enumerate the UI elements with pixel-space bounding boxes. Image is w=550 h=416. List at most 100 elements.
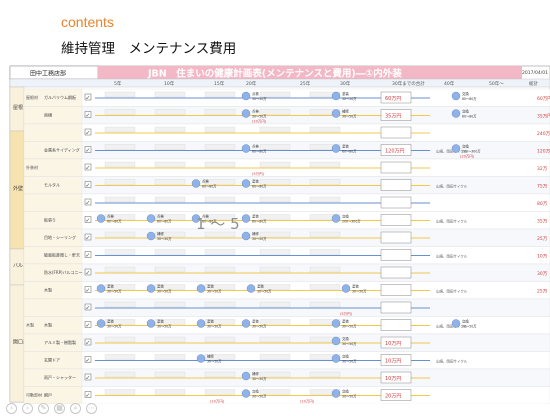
- maintenance-marker-icon[interactable]: [96, 319, 106, 328]
- maintenance-marker-icon[interactable]: [331, 389, 341, 398]
- row-checkbox[interactable]: [84, 198, 92, 206]
- row-checkbox[interactable]: [84, 338, 92, 346]
- more-options-icon[interactable]: ⋯: [86, 403, 97, 414]
- maintenance-marker-icon[interactable]: [331, 91, 341, 101]
- maintenance-marker-icon[interactable]: [241, 319, 251, 328]
- maintenance-marker-icon[interactable]: [331, 214, 341, 223]
- maintenance-cost-label: 30～50万: [107, 325, 122, 329]
- schedule-cell: [309, 336, 341, 343]
- schedule-cell: [309, 109, 341, 115]
- maintenance-marker-icon[interactable]: [331, 354, 341, 363]
- maintenance-marker-icon[interactable]: [146, 231, 156, 241]
- total-30y-box: [380, 371, 412, 384]
- maintenance-action-label: 点検: [202, 214, 209, 219]
- maintenance-marker-icon[interactable]: [241, 214, 251, 223]
- maintenance-marker-icon[interactable]: [96, 284, 106, 293]
- row-checkbox[interactable]: [84, 146, 92, 153]
- maintenance-marker-icon[interactable]: [241, 91, 251, 101]
- schedule-cell: [309, 91, 341, 98]
- item-cell: [23, 298, 83, 317]
- row-checkbox[interactable]: [84, 181, 92, 188]
- schedule-cell: [204, 389, 236, 395]
- previous-slide-icon[interactable]: ‹: [6, 403, 17, 414]
- row-checkbox[interactable]: [84, 93, 92, 101]
- row-checkbox[interactable]: [84, 356, 92, 363]
- row-checkbox[interactable]: [84, 233, 92, 241]
- presentation-toolbar: ‹ › ✎ ▦ ⌕ ⋯: [0, 400, 550, 416]
- total-30y-value: 60万円: [385, 96, 401, 102]
- schedule-cell: [104, 109, 136, 115]
- schedule-cell: [154, 179, 186, 185]
- maintenance-marker-icon[interactable]: [196, 319, 206, 328]
- maintenance-marker-icon[interactable]: [196, 354, 206, 363]
- maintenance-marker-icon[interactable]: [341, 284, 351, 293]
- maintenance-marker-icon[interactable]: [191, 179, 201, 188]
- schedule-cell: [204, 284, 236, 290]
- row-item-label: 玄関ドア: [44, 357, 60, 363]
- schedule-cell: [204, 161, 236, 168]
- maintenance-marker-icon[interactable]: [146, 284, 156, 293]
- maintenance-marker-icon[interactable]: [146, 214, 156, 223]
- schedule-cell: [259, 196, 291, 203]
- row-checkbox[interactable]: [84, 303, 92, 311]
- row-checkbox[interactable]: [84, 391, 92, 398]
- total-30y-box: [380, 319, 412, 331]
- part-label: 外壁: [13, 185, 23, 192]
- maintenance-marker-icon[interactable]: [331, 336, 341, 346]
- maintenance-action-label: 補修: [207, 354, 214, 359]
- maintenance-action-label: 点検: [252, 91, 259, 96]
- maintenance-marker-icon[interactable]: [196, 284, 206, 293]
- schedule-cell: [154, 266, 186, 273]
- checkmark-icon: ✓: [86, 218, 91, 224]
- maintenance-marker-icon[interactable]: [241, 144, 251, 153]
- maintenance-marker-icon[interactable]: [241, 389, 251, 398]
- next-slide-icon[interactable]: ›: [22, 403, 33, 414]
- total-30y-box: [380, 354, 412, 366]
- maintenance-marker-icon[interactable]: [451, 319, 461, 328]
- checkmark-icon: ✓: [86, 131, 91, 137]
- schedule-cell: [104, 161, 136, 168]
- maintenance-cost-label: 60～80万: [252, 220, 267, 224]
- schedule-cell: [154, 389, 186, 395]
- row-checkbox[interactable]: [84, 216, 92, 223]
- row-checkbox[interactable]: [84, 286, 92, 293]
- row-checkbox[interactable]: [84, 163, 92, 171]
- maintenance-marker-icon[interactable]: [146, 319, 156, 328]
- maintenance-marker-icon[interactable]: [331, 109, 341, 118]
- cycle-note: 山崎、岡田サイクル: [436, 289, 468, 294]
- maintenance-marker-icon[interactable]: [241, 231, 251, 241]
- maintenance-marker-icon[interactable]: [451, 144, 461, 153]
- maintenance-cost-label: 30～50万: [207, 290, 222, 294]
- maintenance-marker-icon[interactable]: [241, 179, 251, 188]
- year-header: 15年: [214, 80, 225, 87]
- schedule-cell: [104, 144, 136, 150]
- maintenance-marker-icon[interactable]: [331, 319, 341, 328]
- schedule-cell: [204, 109, 236, 115]
- maintenance-marker-icon[interactable]: [241, 371, 251, 381]
- row-checkbox[interactable]: [84, 321, 92, 328]
- maintenance-action-label: 点検: [107, 214, 114, 219]
- zoom-icon[interactable]: ⌕: [70, 403, 81, 414]
- maintenance-marker-icon[interactable]: [331, 144, 341, 153]
- row-checkbox[interactable]: [84, 111, 92, 118]
- row-item-label: 網戸: [44, 392, 52, 398]
- maintenance-marker-icon[interactable]: [191, 214, 201, 223]
- maintenance-marker-icon[interactable]: [96, 214, 106, 223]
- maintenance-cost-label: 30～50万: [342, 342, 357, 346]
- schedule-cell: [309, 249, 341, 255]
- row-checkbox[interactable]: [84, 373, 92, 381]
- grid-icon[interactable]: ▦: [54, 403, 65, 414]
- row-checkbox[interactable]: [84, 128, 92, 136]
- maintenance-action-label: 塗装: [342, 91, 349, 96]
- maintenance-marker-icon[interactable]: [451, 91, 461, 101]
- grand-total-value: 25万: [537, 289, 548, 295]
- maintenance-marker-icon[interactable]: [246, 284, 256, 293]
- row-checkbox[interactable]: [84, 251, 92, 258]
- maintenance-cost-label: 30～50万: [342, 395, 357, 399]
- maintenance-marker-icon[interactable]: [241, 109, 251, 118]
- title-band: [98, 66, 522, 79]
- pen-icon[interactable]: ✎: [38, 403, 49, 414]
- maintenance-marker-icon[interactable]: [451, 109, 461, 118]
- maintenance-cost-label: 30～50万: [157, 237, 172, 241]
- row-checkbox[interactable]: [84, 268, 92, 276]
